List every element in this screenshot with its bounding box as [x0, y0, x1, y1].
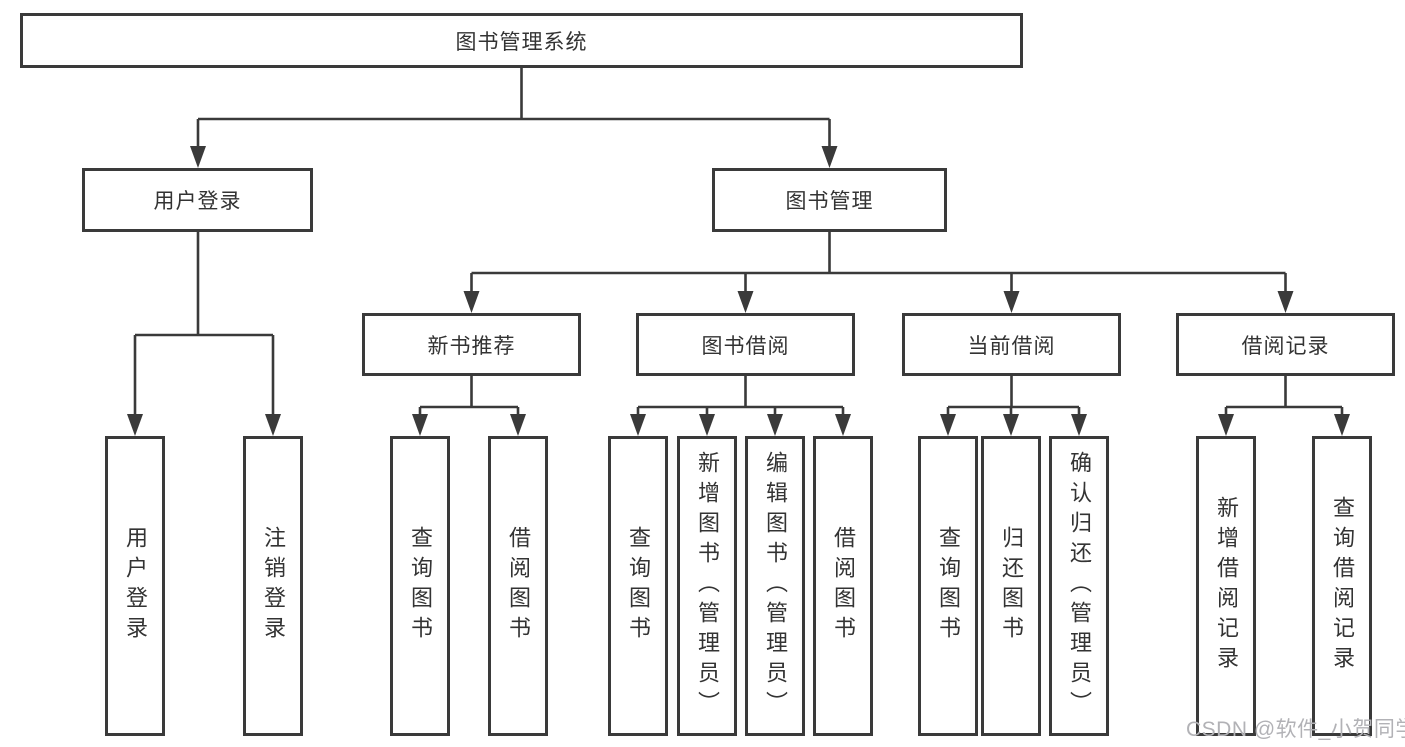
node-user-login: 用户登录 [82, 168, 313, 232]
leaf-add-borrow-record-label: 新增借阅记录 [1214, 496, 1239, 676]
leaf-query-books-borrowing: 查询图书 [608, 436, 668, 736]
node-borrowing-records: 借阅记录 [1176, 313, 1395, 376]
leaf-edit-book-admin-label: 编辑图书（管理员） [763, 451, 788, 721]
leaf-edit-book-admin: 编辑图书（管理员） [745, 436, 805, 736]
leaf-return-books: 归还图书 [981, 436, 1041, 736]
node-borrowing-records-label: 借阅记录 [1241, 334, 1330, 358]
leaf-borrow-books-recommend: 借阅图书 [488, 436, 548, 736]
leaf-confirm-return-admin: 确认归还（管理员） [1049, 436, 1109, 736]
leaf-query-books-borrowing-label: 查询图书 [626, 526, 651, 646]
node-book-management: 图书管理 [712, 168, 947, 232]
leaf-logout-label: 注销登录 [261, 526, 286, 646]
node-root-label: 图书管理系统 [455, 30, 588, 54]
node-current-borrowing-label: 当前借阅 [967, 334, 1056, 358]
node-user-login-label: 用户登录 [153, 190, 242, 213]
leaf-user-login: 用户登录 [105, 436, 165, 736]
node-book-borrowing-label: 图书借阅 [701, 334, 790, 358]
node-book-management-label: 图书管理 [785, 190, 874, 213]
leaf-query-borrow-record-label: 查询借阅记录 [1330, 496, 1355, 676]
leaf-query-books-recommend: 查询图书 [390, 436, 450, 736]
watermark-text: CSDN @软件_小贺同学 [1186, 718, 1405, 741]
leaf-query-books-recommend-label: 查询图书 [408, 526, 433, 646]
node-root: 图书管理系统 [20, 13, 1023, 68]
leaf-borrow-books-recommend-label: 借阅图书 [506, 526, 531, 646]
leaf-user-login-label: 用户登录 [123, 526, 148, 646]
leaf-query-books-current-label: 查询图书 [936, 526, 961, 646]
leaf-borrow-books-borrowing: 借阅图书 [813, 436, 873, 736]
leaf-query-borrow-record: 查询借阅记录 [1312, 436, 1372, 736]
leaf-confirm-return-admin-label: 确认归还（管理员） [1067, 451, 1092, 721]
node-current-borrowing: 当前借阅 [902, 313, 1121, 376]
leaf-borrow-books-borrowing-label: 借阅图书 [831, 526, 856, 646]
node-new-book-recommendation-label: 新书推荐 [427, 334, 516, 358]
leaf-return-books-label: 归还图书 [999, 526, 1024, 646]
leaf-add-book-admin-label: 新增图书（管理员） [695, 451, 720, 721]
leaf-add-borrow-record: 新增借阅记录 [1196, 436, 1256, 736]
leaf-logout: 注销登录 [243, 436, 303, 736]
node-new-book-recommendation: 新书推荐 [362, 313, 581, 376]
leaf-add-book-admin: 新增图书（管理员） [677, 436, 737, 736]
leaf-query-books-current: 查询图书 [918, 436, 978, 736]
node-book-borrowing: 图书借阅 [636, 313, 855, 376]
